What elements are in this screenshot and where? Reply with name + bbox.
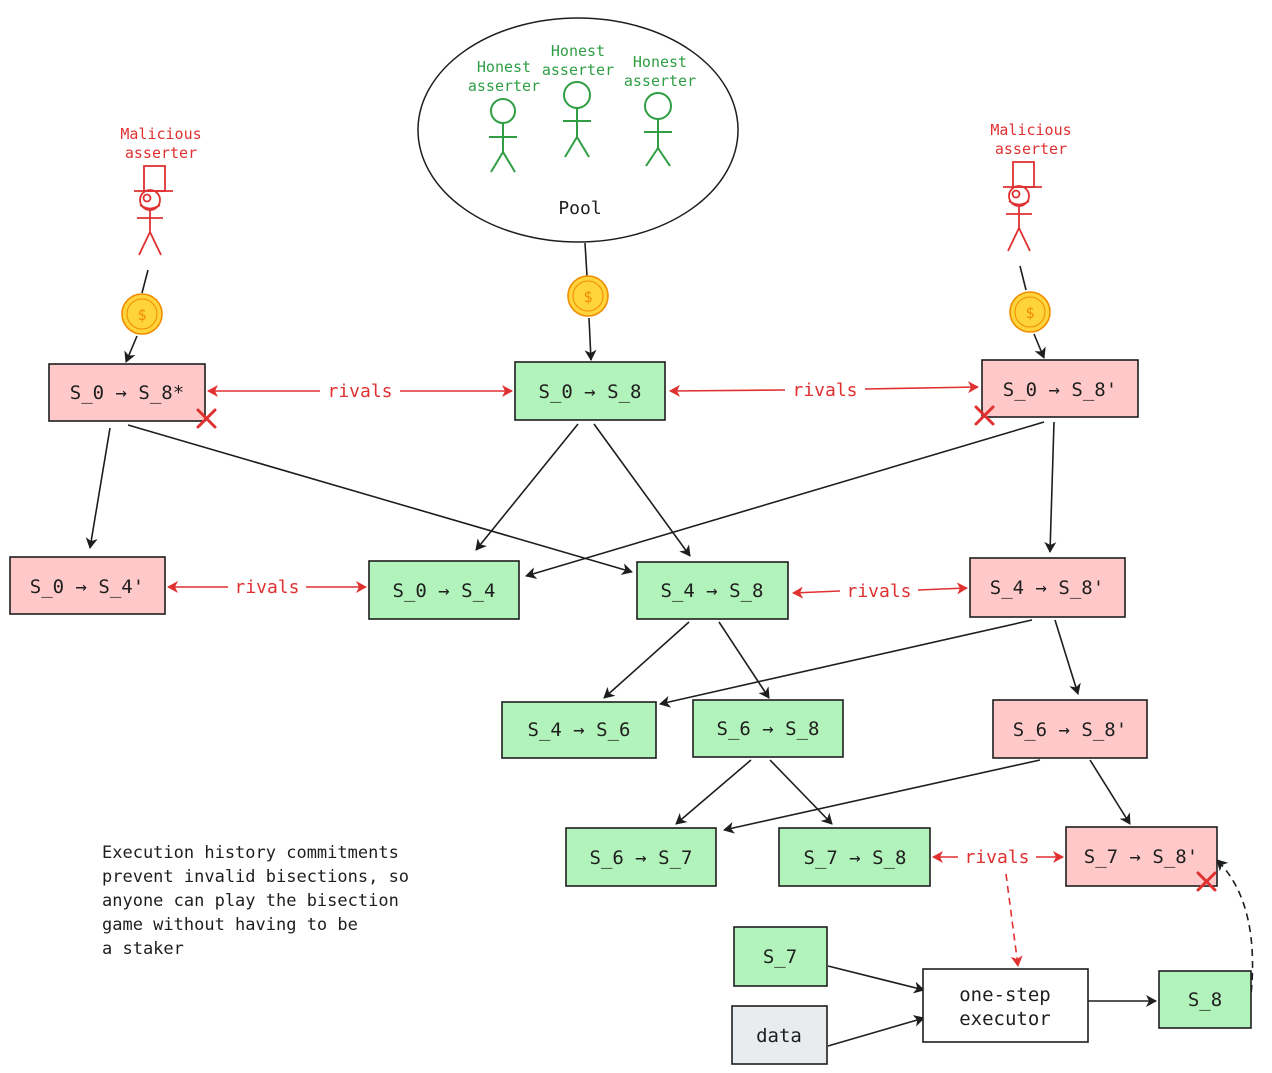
- executor-label-2: executor: [959, 1008, 1051, 1030]
- box-label: S_4 → S_6: [528, 719, 631, 741]
- stake-arrows: [124, 242, 1046, 363]
- box-label: S_7: [763, 946, 797, 968]
- pool-label: Pool: [558, 198, 601, 219]
- box-s6-s8: S_6 → S_8: [692, 699, 844, 758]
- coin-symbol: $: [137, 306, 146, 324]
- rivals-label: rivals: [846, 581, 911, 602]
- eliminated-x-icon: [1196, 871, 1217, 892]
- box-s0-s4: S_0 → S_4: [368, 560, 520, 620]
- box-s8: S_8: [1158, 970, 1252, 1029]
- box-label: S_7 → S_8: [804, 847, 907, 869]
- box-s4-s8: S_4 → S_8: [636, 561, 789, 620]
- box-s0-s4-prime: S_0 → S_4': [9, 556, 166, 615]
- malicious-asserter-left: Malicious asserter: [120, 125, 202, 256]
- box-label: S_0 → S_4: [393, 580, 496, 602]
- box-label: S_4 → S_8: [661, 580, 764, 602]
- top-hat-figure-right: [1003, 161, 1042, 252]
- malicious-asserter-right: Malicious asserter: [990, 121, 1072, 252]
- coin-right: $: [1009, 291, 1051, 333]
- box-label: S_0 → S_4': [30, 576, 144, 598]
- box-s7: S_7: [733, 926, 828, 987]
- box-label: S_0 → S_8': [1003, 379, 1117, 401]
- bisection-edges: [85, 421, 1254, 1047]
- box-s0-s8star: S_0 → S_8*: [48, 363, 206, 422]
- honest-asserter-figure-3: [644, 92, 672, 167]
- box-s7-s8: S_7 → S_8: [778, 827, 931, 887]
- box-label: S_6 → S_7: [590, 847, 693, 869]
- box-label: S_0 → S_8*: [70, 382, 184, 404]
- coin-center: $: [567, 275, 609, 317]
- rivals-label: rivals: [964, 847, 1029, 868]
- box-label: S_4 → S_8': [990, 577, 1104, 599]
- box-s6-s8-prime: S_6 → S_8': [992, 699, 1148, 759]
- top-hat-figure-left: [134, 165, 173, 256]
- box-s6-s7: S_6 → S_7: [565, 827, 717, 887]
- executor-label-1: one-step: [959, 984, 1051, 1006]
- box-label: S_8: [1188, 989, 1222, 1011]
- box-s4-s8-prime: S_4 → S_8': [969, 557, 1126, 618]
- box-data: data: [731, 1005, 828, 1065]
- box-s0-s8-prime: S_0 → S_8': [981, 359, 1139, 418]
- malicious-label-left-1: Malicious: [120, 125, 201, 143]
- one-step-executor: one-step executor: [922, 968, 1089, 1043]
- malicious-label-right-2: asserter: [995, 140, 1067, 158]
- box-label: S_0 → S_8: [539, 381, 642, 403]
- box-s7-s8-prime: S_7 → S_8': [1065, 826, 1218, 887]
- coin-left: $: [121, 293, 163, 335]
- malicious-label-right-1: Malicious: [990, 121, 1071, 139]
- box-label: S_6 → S_8': [1013, 719, 1127, 741]
- box-label: data: [756, 1025, 802, 1047]
- box-s0-s8: S_0 → S_8: [514, 361, 666, 421]
- rivals-label: rivals: [792, 380, 857, 401]
- box-s4-s6: S_4 → S_6: [501, 701, 657, 759]
- eliminated-x-icon: [196, 408, 217, 429]
- rivals-edges: [167, 381, 1064, 967]
- caption-text: Execution history commitments prevent in…: [102, 843, 410, 959]
- honest-asserter-figure-2: [563, 81, 591, 158]
- coin-symbol: $: [1025, 304, 1034, 322]
- malicious-label-left-2: asserter: [125, 144, 197, 162]
- box-label: S_7 → S_8': [1084, 846, 1198, 868]
- eliminated-x-icon: [974, 405, 995, 426]
- coin-symbol: $: [583, 288, 592, 306]
- rivals-label: rivals: [327, 381, 392, 402]
- honest-asserter-figure-1: [489, 98, 517, 173]
- rivals-label: rivals: [234, 577, 299, 598]
- box-label: S_6 → S_8: [717, 718, 820, 740]
